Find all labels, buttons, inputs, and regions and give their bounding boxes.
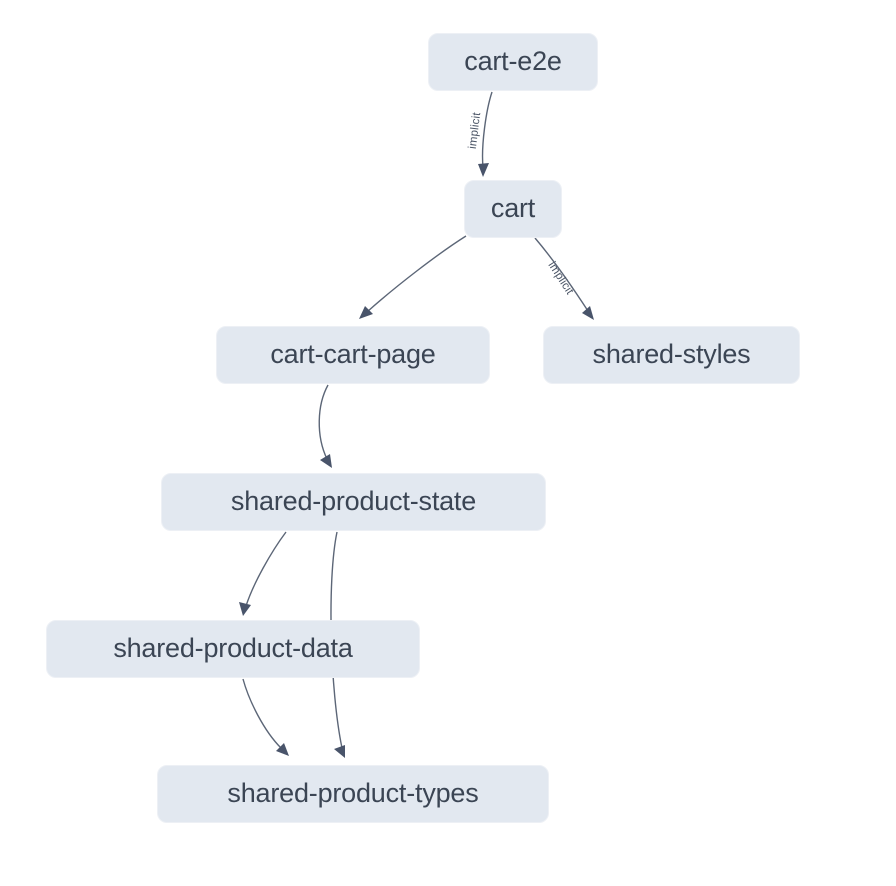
graph-node-label: cart-e2e: [464, 45, 562, 76]
edge-arrowhead-icon: [320, 454, 332, 468]
graph-node-shared-product-state[interactable]: shared-product-state: [161, 473, 546, 531]
edge-line: [318, 384, 329, 460]
edge-line: [242, 678, 282, 749]
graph-edge-cart--shared-styles: implicit: [534, 237, 594, 320]
graph-node-cart[interactable]: cart: [464, 180, 562, 238]
edge-arrowhead-icon: [359, 306, 373, 319]
graph-edge-cart-cart-page--shared-product-state: [318, 384, 332, 468]
edge-label: implicit: [545, 260, 575, 298]
graph-node-shared-product-types[interactable]: shared-product-types: [157, 765, 549, 823]
graph-node-label: cart-cart-page: [270, 338, 436, 369]
edge-arrowhead-icon: [582, 306, 594, 320]
edge-arrowhead-icon: [276, 743, 289, 756]
graph-node-cart-cart-page[interactable]: cart-cart-page: [216, 326, 490, 384]
graph-node-label: cart: [490, 192, 536, 223]
graph-edge-cart--cart-cart-page: [359, 235, 467, 319]
edge-arrowhead-icon: [239, 602, 251, 616]
graph-edge-shared-product-state--shared-product-data: [239, 531, 287, 616]
edge-line: [481, 91, 493, 168]
edge-label: implicit: [467, 111, 483, 150]
edge-arrowhead-icon: [334, 745, 345, 758]
graph-node-label: shared-product-types: [227, 777, 479, 808]
edge-line: [366, 235, 467, 313]
edge-line: [534, 237, 589, 312]
edge-line: [245, 531, 287, 607]
graph-node-label: shared-styles: [592, 338, 751, 369]
edge-arrowhead-icon: [478, 163, 489, 177]
graph-node-shared-styles[interactable]: shared-styles: [543, 326, 800, 384]
graph-node-cart-e2e[interactable]: cart-e2e: [428, 33, 598, 91]
graph-edge-cart-e2e--cart: implicit: [467, 91, 493, 177]
graph-node-label: shared-product-data: [113, 632, 353, 663]
graph-node-shared-product-data[interactable]: shared-product-data: [46, 620, 420, 678]
graph-node-label: shared-product-state: [230, 485, 477, 516]
graph-edge-shared-product-data--shared-product-types: [242, 678, 289, 756]
